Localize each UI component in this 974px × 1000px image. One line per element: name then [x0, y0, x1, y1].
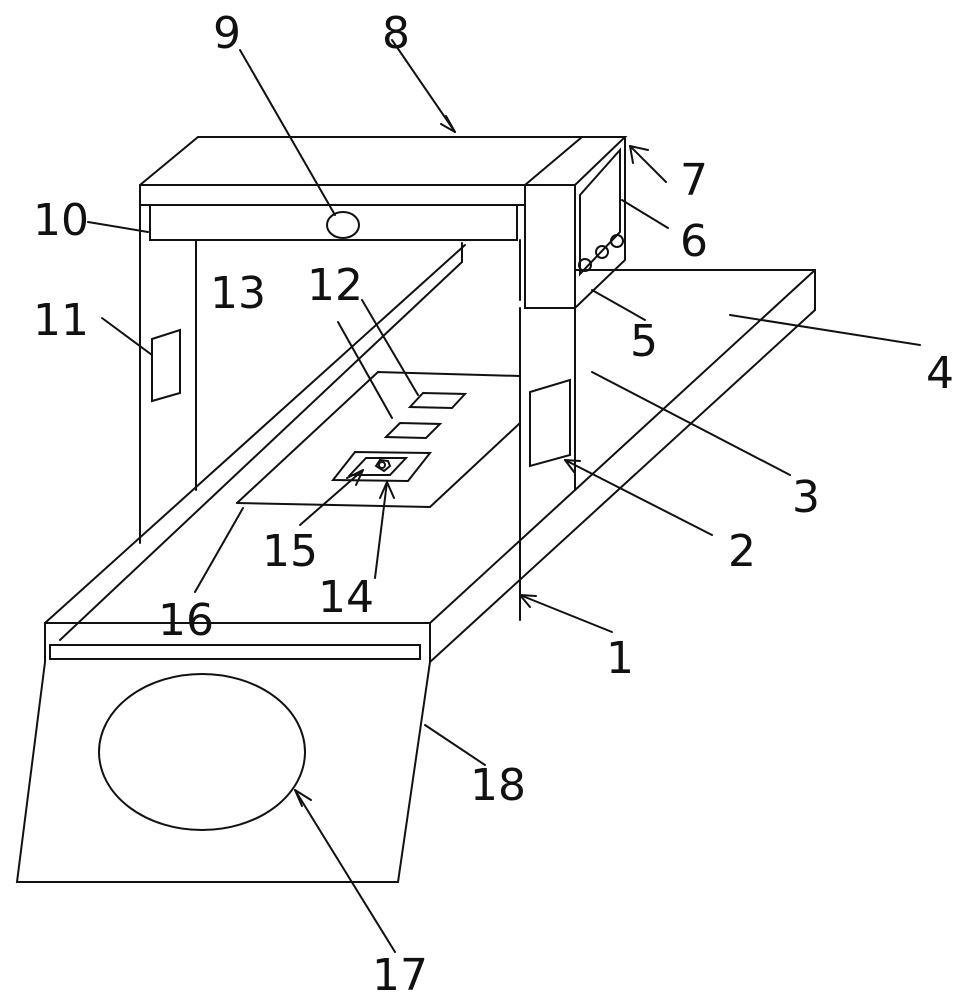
right-head [520, 137, 625, 620]
label-8: 8 [382, 8, 410, 59]
label-10: 10 [33, 195, 89, 246]
label-2: 2 [728, 526, 756, 577]
label-11: 11 [33, 295, 89, 346]
label-6: 6 [680, 216, 708, 267]
label-17: 17 [372, 950, 428, 1000]
pads [333, 393, 465, 481]
label-12: 12 [307, 260, 363, 311]
label-4: 4 [926, 348, 954, 399]
label-5: 5 [630, 316, 658, 367]
label-9: 9 [213, 8, 241, 59]
label-13: 13 [210, 268, 266, 319]
label-16: 16 [158, 595, 214, 646]
label-18: 18 [470, 760, 526, 811]
front-panel [17, 662, 430, 882]
label-15: 15 [262, 526, 318, 577]
label-3: 3 [792, 472, 820, 523]
label-7: 7 [680, 155, 708, 206]
front-lip [50, 645, 420, 659]
gantry-beam [140, 137, 582, 240]
label-1: 1 [606, 633, 634, 684]
label-14: 14 [318, 572, 374, 623]
left-column [140, 185, 196, 543]
